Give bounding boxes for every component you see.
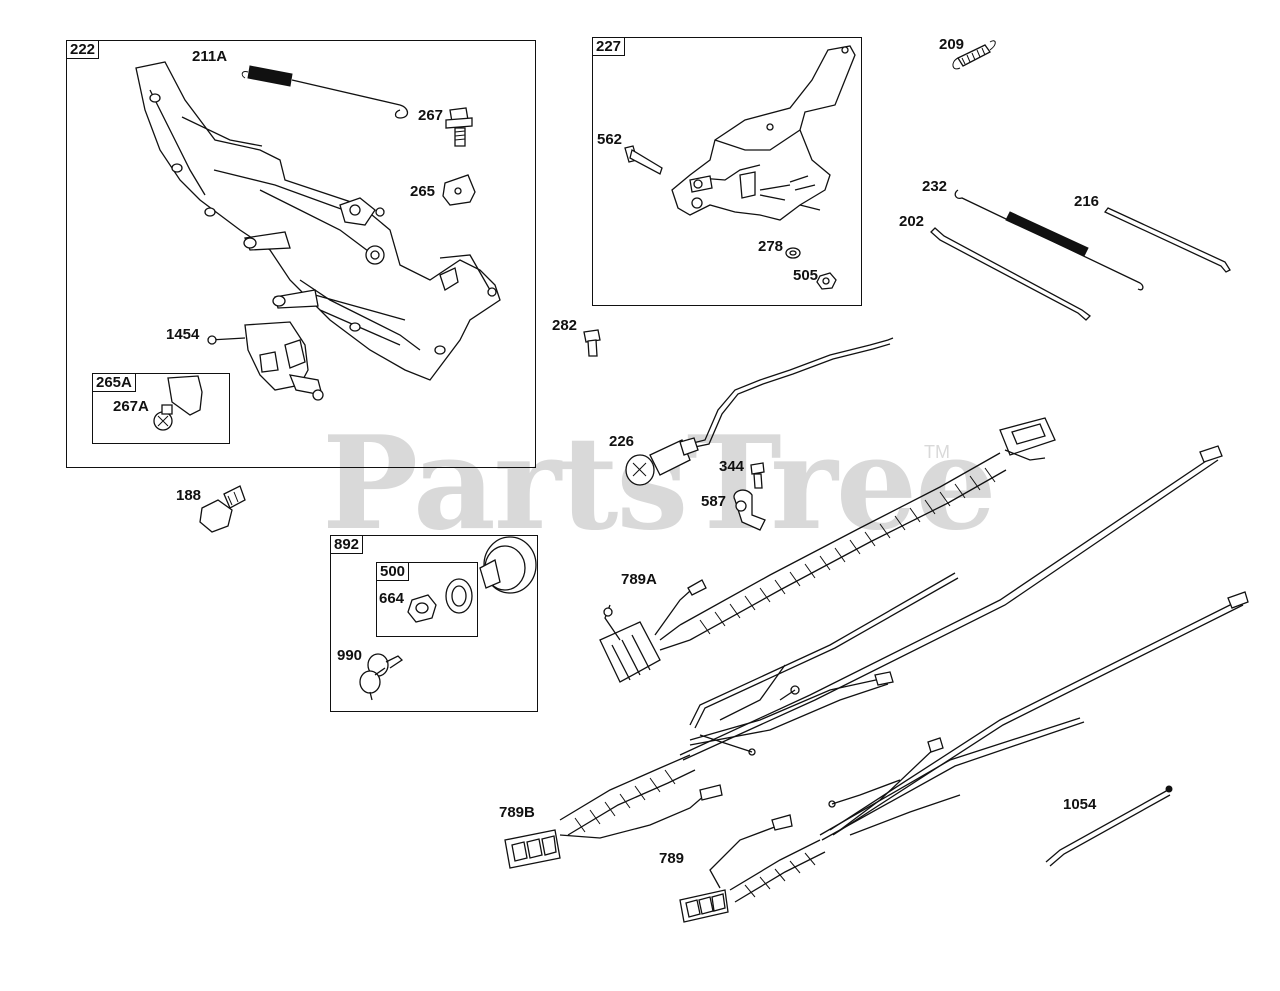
clip-265A-part <box>167 375 203 416</box>
callout-587[interactable]: 587 <box>701 493 727 510</box>
group-frame-500 <box>376 562 478 637</box>
harness-cables-part <box>679 445 1249 841</box>
callout-505[interactable]: 505 <box>793 267 819 284</box>
bolt-188-part <box>199 485 246 533</box>
clip-265-part <box>442 174 476 206</box>
rod-232-part <box>954 189 1144 291</box>
clamp-587-part <box>733 489 766 531</box>
screw-282-part <box>583 329 601 357</box>
group-label-222: 222 <box>66 40 100 59</box>
callout-226[interactable]: 226 <box>609 433 635 450</box>
callout-216[interactable]: 216 <box>1074 193 1100 210</box>
group-label-265A: 265A <box>92 373 136 392</box>
harness-789-part <box>679 814 826 923</box>
group-frame-227 <box>592 37 862 306</box>
spring-209-part <box>952 40 996 70</box>
callout-344[interactable]: 344 <box>719 458 745 475</box>
watermark-trademark: TM <box>924 442 950 462</box>
nut-505-part <box>816 272 837 290</box>
group-frame-265A <box>92 373 230 444</box>
callout-202[interactable]: 202 <box>899 213 925 230</box>
keys-990-part <box>359 653 404 701</box>
bolt-562-part <box>624 145 663 175</box>
callout-267[interactable]: 267 <box>418 107 444 124</box>
callout-209[interactable]: 209 <box>939 36 965 53</box>
callout-265[interactable]: 265 <box>410 183 436 200</box>
callout-211A[interactable]: 211A <box>192 48 228 65</box>
callout-789[interactable]: 789 <box>659 850 685 867</box>
throttle-bracket-part <box>671 45 856 221</box>
group-frame-222 <box>66 40 536 468</box>
callout-990[interactable]: 990 <box>337 647 363 664</box>
group-frame-892 <box>330 535 538 712</box>
governor-spring-part <box>241 65 409 119</box>
harness-789A-part <box>599 417 1056 683</box>
callout-232[interactable]: 232 <box>922 178 948 195</box>
callout-789A[interactable]: 789A <box>621 571 657 588</box>
rod-202-part <box>930 227 1091 321</box>
screw-344-part <box>750 462 765 489</box>
watermark-brand: PartsTree <box>322 409 997 559</box>
lock-washer-part <box>445 578 473 614</box>
control-bracket-part <box>135 61 501 381</box>
screw-267-part <box>445 107 473 147</box>
callout-664[interactable]: 664 <box>379 590 405 607</box>
callout-1054[interactable]: 1054 <box>1063 796 1097 813</box>
callout-188[interactable]: 188 <box>176 487 202 504</box>
choke-cable-226-part <box>625 337 894 486</box>
ignition-switch-892-part <box>479 536 537 594</box>
callout-278[interactable]: 278 <box>758 238 784 255</box>
callout-282[interactable]: 282 <box>552 317 578 334</box>
solenoid-1454-part <box>207 321 324 401</box>
callout-267A[interactable]: 267A <box>113 398 149 415</box>
group-label-892: 892 <box>330 535 364 554</box>
group-label-500: 500 <box>376 562 410 581</box>
tie-strap-1054-part <box>1045 785 1173 867</box>
screw-267A-part <box>153 404 173 431</box>
washer-278-part <box>785 247 801 259</box>
callout-562[interactable]: 562 <box>597 131 623 148</box>
callout-1454[interactable]: 1454 <box>166 326 200 343</box>
nut-664-part <box>407 594 437 623</box>
harness-789B-part <box>504 754 723 869</box>
callout-789B[interactable]: 789B <box>499 804 535 821</box>
group-label-227: 227 <box>592 37 626 56</box>
rod-216-part <box>1103 207 1231 273</box>
